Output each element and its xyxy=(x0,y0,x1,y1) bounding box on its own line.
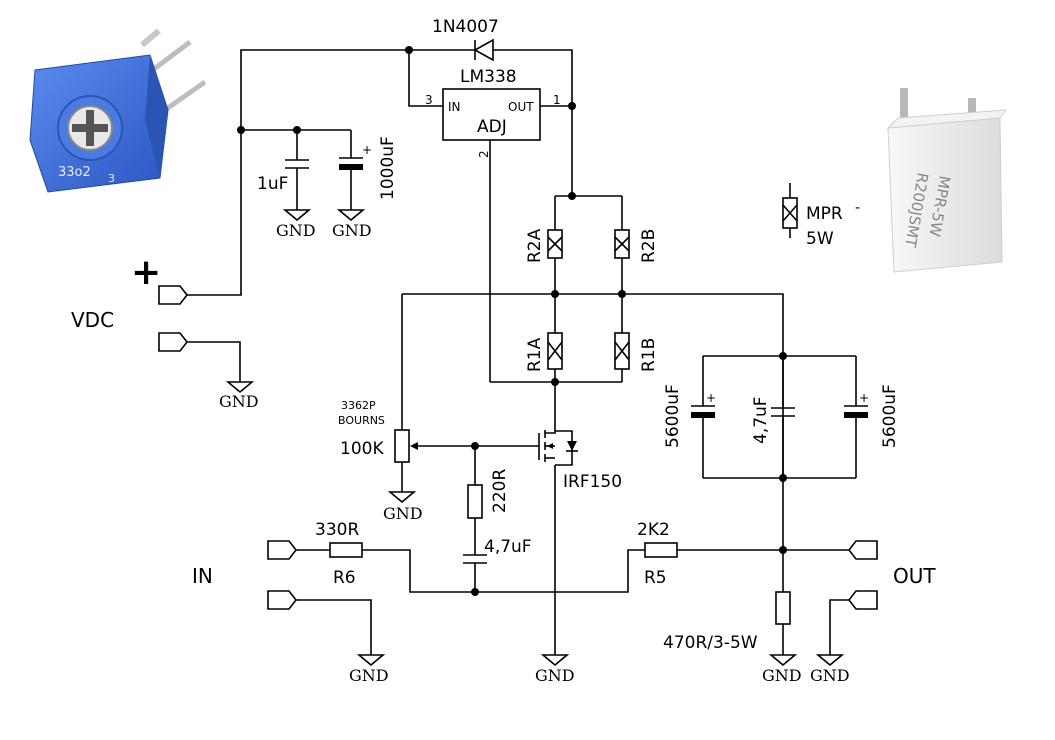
capacitor-1uf xyxy=(285,159,309,169)
connectors xyxy=(158,285,878,610)
pot-value-label: 100K xyxy=(340,439,384,459)
regulator-label: LM338 xyxy=(460,67,517,87)
capacitor-5600uf-right: + xyxy=(844,391,869,418)
cap-big-label: 1000uF xyxy=(378,136,398,200)
regulator-ic xyxy=(442,88,541,141)
trimmer-potentiometer-photo: 33o2 3 xyxy=(29,28,207,193)
capacitor-5600uf-left: + xyxy=(691,391,716,418)
r5-value-label: 2K2 xyxy=(637,520,670,540)
svg-text:+: + xyxy=(859,391,869,405)
potentiometer-100k xyxy=(394,429,418,463)
mosfet-symbol xyxy=(538,430,578,466)
svg-text:+: + xyxy=(706,391,716,405)
resistor-220r xyxy=(467,484,483,519)
trimmer-pin-mark: 3 xyxy=(108,172,115,185)
capacitor-1000uf: + xyxy=(339,143,372,170)
ground-symbols xyxy=(225,209,845,667)
resistor-r2b xyxy=(614,229,630,259)
r6-value-label: 330R xyxy=(315,520,359,540)
gnd-label-6: GND xyxy=(535,666,575,685)
r-gate-label: 220R xyxy=(490,469,510,513)
cap-out1-label: 5600uF xyxy=(663,384,683,448)
r2a-label: R2A xyxy=(525,228,545,263)
r2b-label: R2B xyxy=(639,229,659,263)
resistor-load xyxy=(775,591,791,625)
mpr-resistor-photo: MPR-5W R200JSMT xyxy=(886,88,1008,273)
r1a-label: R1A xyxy=(525,337,545,372)
cap-out-mid-label: 4,7uF xyxy=(751,396,771,444)
plus-sign: + xyxy=(131,252,161,293)
junction-dots xyxy=(237,46,787,596)
cap-out2-label: 5600uF xyxy=(880,384,900,448)
c-gate-label: 4,7uF xyxy=(484,537,532,557)
capacitor-4-7uf-out xyxy=(771,407,795,417)
regulator-pin-in: IN xyxy=(448,100,461,114)
r-load-label: 470R/3-5W xyxy=(663,633,758,653)
regulator-pin-3: 3 xyxy=(425,93,433,107)
r6-label: R6 xyxy=(333,568,356,588)
diode-label: 1N4007 xyxy=(432,17,499,37)
gnd-label-2: GND xyxy=(332,221,372,240)
gnd-label-5: GND xyxy=(349,666,389,685)
gnd-label-4: GND xyxy=(383,504,423,523)
in-label: IN xyxy=(192,564,213,588)
gnd-label-8: GND xyxy=(810,666,850,685)
r1b-label: R1B xyxy=(639,338,659,372)
vdc-label: VDC xyxy=(71,308,114,332)
svg-text:+: + xyxy=(362,143,372,157)
gnd-label-1: GND xyxy=(276,221,316,240)
capacitor-gate xyxy=(463,554,487,564)
regulator-pin-2: 2 xyxy=(477,150,491,158)
resistor-r5 xyxy=(644,542,678,558)
gnd-label-3: GND xyxy=(219,392,259,411)
resistor-r1b xyxy=(614,332,630,370)
mpr-power-label: 5W xyxy=(806,229,834,249)
resistor-r2a xyxy=(547,229,563,259)
resistor-r1a xyxy=(547,332,563,370)
svg-text:-: - xyxy=(855,200,860,216)
diode-symbol xyxy=(473,38,494,62)
mpr-label: MPR xyxy=(806,204,843,224)
resistor-r6 xyxy=(329,542,363,558)
regulator-pin-1: 1 xyxy=(553,93,561,107)
trimmer-marking: 33o2 xyxy=(58,165,91,180)
regulator-pin-out: OUT xyxy=(508,100,534,114)
regulator-pin-adj: ADJ xyxy=(477,117,507,137)
out-label: OUT xyxy=(893,564,936,588)
pot-brand-label: BOURNS xyxy=(338,414,385,427)
r5-label: R5 xyxy=(644,568,667,588)
mosfet-label: IRF150 xyxy=(563,472,622,492)
mpr-legend-resistor xyxy=(782,197,798,229)
pot-part-label: 3362P xyxy=(341,399,376,412)
cap-small-label: 1uF xyxy=(257,174,288,194)
gnd-label-7: GND xyxy=(762,666,802,685)
